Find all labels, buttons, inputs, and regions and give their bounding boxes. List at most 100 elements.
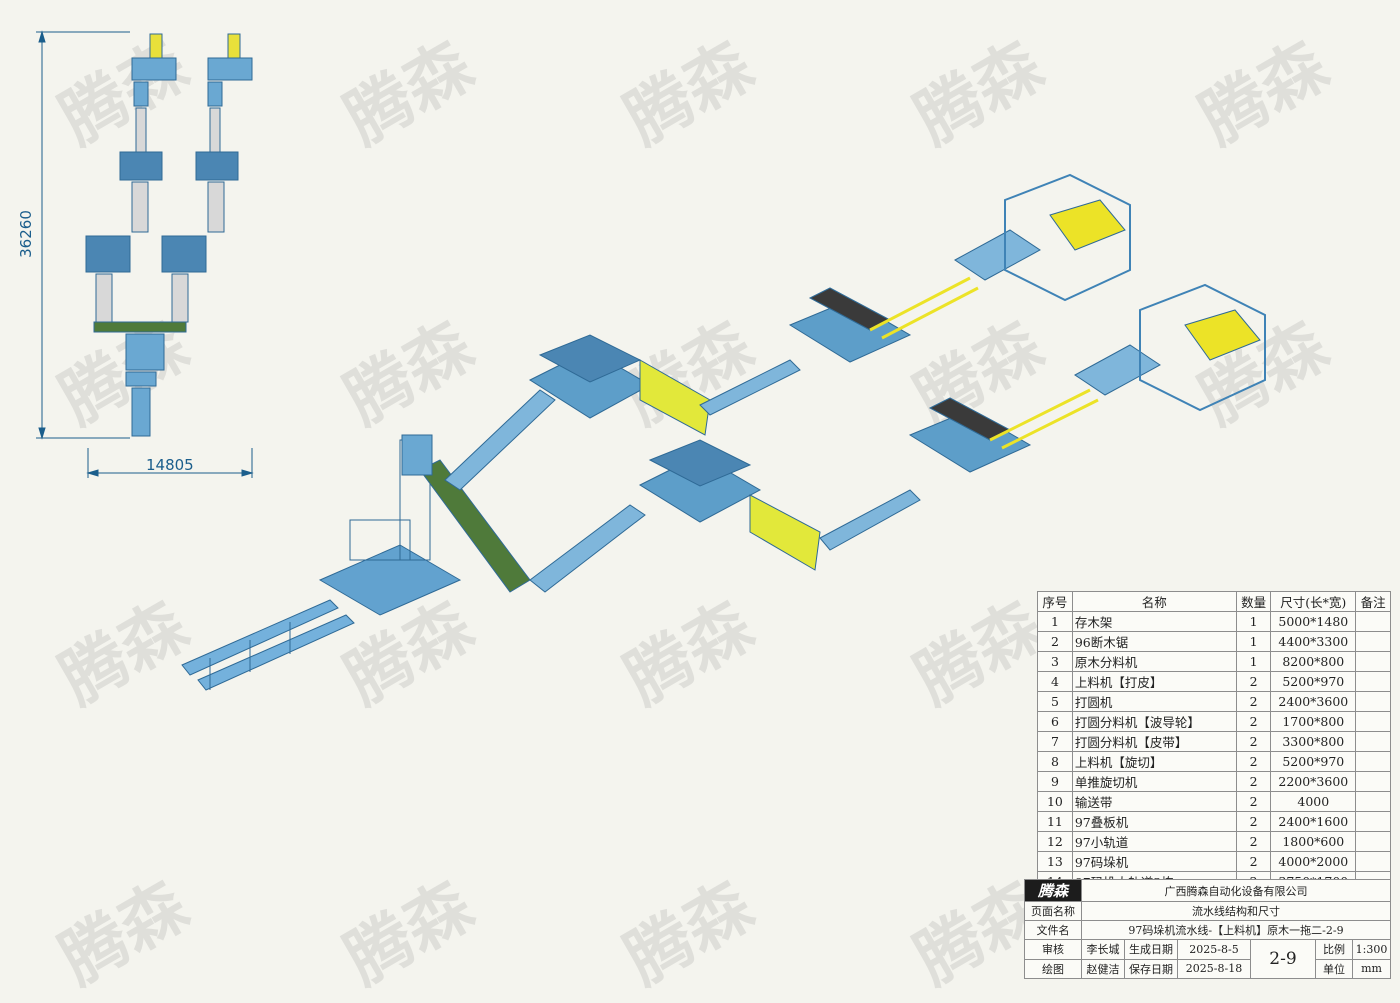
sheet-number: 2-9 xyxy=(1250,939,1316,979)
bom-cell-qty: 2 xyxy=(1235,811,1272,832)
bom-cell-size: 5200*970 xyxy=(1270,751,1357,772)
reviewer: 李长城 xyxy=(1081,939,1125,960)
unit-label: 单位 xyxy=(1315,958,1353,979)
log-rack xyxy=(181,599,355,691)
file-name-label: 文件名 xyxy=(1024,920,1082,941)
bom-cell-no: 1 xyxy=(1037,611,1073,632)
page-name-label: 页面名称 xyxy=(1024,900,1082,922)
watermark: 腾森 xyxy=(612,866,766,1000)
scale-value: 1:300 xyxy=(1352,939,1391,960)
bom-cell-qty: 2 xyxy=(1235,771,1272,792)
bom-cell-size: 5000*1480 xyxy=(1270,611,1357,632)
watermark: 腾森 xyxy=(332,26,486,160)
gen-date: 2025-8-5 xyxy=(1177,939,1251,960)
bom-cell-size: 4000 xyxy=(1270,791,1357,812)
bom-cell-size: 1700*800 xyxy=(1270,711,1357,732)
width-dimension: 14805 xyxy=(146,456,194,474)
bom-cell-size: 4000*2000 xyxy=(1270,851,1357,872)
bom-cell-no: 5 xyxy=(1037,691,1073,712)
bom-cell-name: 存木架 xyxy=(1071,611,1237,632)
bom-header-no: 序号 xyxy=(1037,591,1073,612)
sorter-belt xyxy=(401,434,531,593)
bom-cell-name: 原木分料机 xyxy=(1071,651,1237,672)
bom-cell-size: 1800*600 xyxy=(1270,831,1357,852)
bom-cell-qty: 2 xyxy=(1235,711,1272,732)
bom-cell-remark xyxy=(1355,771,1391,792)
bom-cell-no: 7 xyxy=(1037,731,1073,752)
company-logo: 腾森 xyxy=(1024,879,1082,902)
bom-cell-name: 打圆机 xyxy=(1071,691,1237,712)
bom-cell-remark xyxy=(1355,691,1391,712)
height-dimension: 36260 xyxy=(16,210,35,258)
drawer: 赵健洁 xyxy=(1081,958,1125,979)
watermark: 腾森 xyxy=(1187,26,1341,160)
bom-cell-qty: 2 xyxy=(1235,851,1272,872)
bom-cell-remark xyxy=(1355,791,1391,812)
lower-line xyxy=(529,283,1266,593)
bom-header-qty: 数量 xyxy=(1235,591,1272,612)
bom-cell-name: 输送带 xyxy=(1071,791,1237,812)
bom-cell-qty: 2 xyxy=(1235,831,1272,852)
bom-cell-qty: 2 xyxy=(1235,791,1272,812)
bom-cell-name: 97小轨道 xyxy=(1071,831,1237,852)
bom-cell-no: 13 xyxy=(1037,851,1073,872)
bom-cell-remark xyxy=(1355,811,1391,832)
bom-cell-size: 2400*1600 xyxy=(1270,811,1357,832)
bom-cell-name: 上料机【打皮】 xyxy=(1071,671,1237,692)
bom-cell-remark xyxy=(1355,751,1391,772)
bom-cell-no: 9 xyxy=(1037,771,1073,792)
review-label: 审核 xyxy=(1024,939,1082,960)
watermark: 腾森 xyxy=(332,866,486,1000)
bom-cell-no: 11 xyxy=(1037,811,1073,832)
bom-cell-remark xyxy=(1355,671,1391,692)
bom-cell-remark xyxy=(1355,731,1391,752)
scale-label: 比例 xyxy=(1315,939,1353,960)
bom-cell-no: 12 xyxy=(1037,831,1073,852)
bom-cell-qty: 1 xyxy=(1235,611,1272,632)
watermark: 腾森 xyxy=(47,866,201,1000)
bom-header-size: 尺寸(长*宽) xyxy=(1270,591,1357,612)
bom-header-name: 名称 xyxy=(1071,591,1237,612)
file-name-value: 97码垛机流水线-【上料机】原木一拖二-2-9 xyxy=(1081,920,1391,941)
unit-value: mm xyxy=(1352,958,1391,979)
gen-date-label: 生成日期 xyxy=(1124,939,1178,960)
plan-view xyxy=(36,30,254,478)
watermark: 腾森 xyxy=(902,26,1056,160)
watermark: 腾森 xyxy=(612,26,766,160)
bom-cell-qty: 1 xyxy=(1235,631,1272,652)
bom-cell-size: 2400*3600 xyxy=(1270,691,1357,712)
save-date: 2025-8-18 xyxy=(1177,958,1251,979)
bom-cell-size: 3300*800 xyxy=(1270,731,1357,752)
bom-cell-no: 10 xyxy=(1037,791,1073,812)
bom-cell-name: 96断木锯 xyxy=(1071,631,1237,652)
draw-label: 绘图 xyxy=(1024,958,1082,979)
title-block: 腾森 广西腾森自动化设备有限公司 页面名称 流水线结构和尺寸 文件名 97码垛机… xyxy=(1024,879,1391,979)
bom-cell-size: 5200*970 xyxy=(1270,671,1357,692)
bom-cell-size: 4400*3300 xyxy=(1270,631,1357,652)
bom-header-row: 序号 名称 数量 尺寸(长*宽) 备注 xyxy=(1037,591,1391,612)
bom-cell-no: 8 xyxy=(1037,751,1073,772)
company-name: 广西腾森自动化设备有限公司 xyxy=(1081,879,1391,902)
page-name-value: 流水线结构和尺寸 xyxy=(1081,900,1391,922)
bom-cell-remark xyxy=(1355,651,1391,672)
bom-cell-name: 单推旋切机 xyxy=(1071,771,1237,792)
bom-cell-no: 2 xyxy=(1037,631,1073,652)
bom-cell-remark xyxy=(1355,631,1391,652)
bom-header-remark: 备注 xyxy=(1355,591,1391,612)
bom-cell-size: 2200*3600 xyxy=(1270,771,1357,792)
bom-cell-name: 打圆分料机【皮带】 xyxy=(1071,731,1237,752)
save-date-label: 保存日期 xyxy=(1124,958,1178,979)
bom-cell-name: 上料机【旋切】 xyxy=(1071,751,1237,772)
